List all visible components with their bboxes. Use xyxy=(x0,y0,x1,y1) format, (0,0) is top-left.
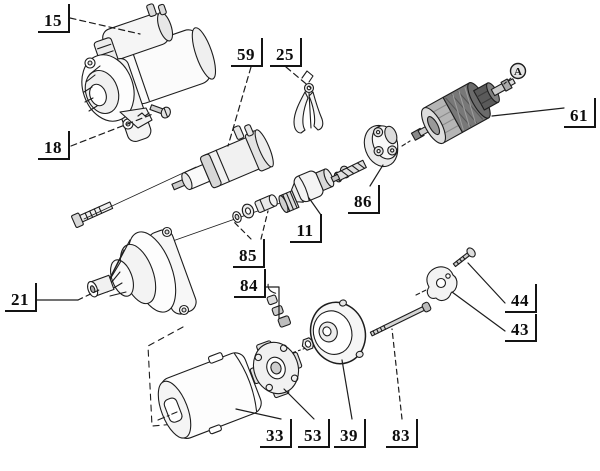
drive-housing-drawing xyxy=(87,226,197,316)
callout-25: 25 xyxy=(270,38,302,67)
solenoid-drawing xyxy=(171,124,274,191)
leader-line-86 xyxy=(369,164,384,187)
planet-carrier-drawing xyxy=(330,124,399,183)
brushes-drawing xyxy=(266,283,292,328)
assembled-starter-drawing xyxy=(81,3,217,142)
callout-84: 84 xyxy=(234,269,266,298)
leader-line-43 xyxy=(451,291,506,332)
through-bolt-drawing xyxy=(369,301,432,337)
screw-drawing xyxy=(452,247,476,268)
leader-line-21b xyxy=(77,288,102,301)
callout-33: 33 xyxy=(260,419,292,448)
callout-11: 11 xyxy=(290,214,322,243)
callout-61: 61 xyxy=(564,98,596,128)
callout-44: 44 xyxy=(505,284,537,313)
mounting-bolt-drawing xyxy=(71,201,114,228)
callout-86: 86 xyxy=(348,185,380,214)
yoke-drawing xyxy=(157,352,262,439)
leader-line-25 xyxy=(285,66,312,89)
leader-line-11 xyxy=(308,197,322,216)
leader-line-39 xyxy=(341,359,353,420)
leader-lines xyxy=(36,17,565,420)
detail-marker-letter: A xyxy=(514,66,522,78)
shift-fork-drawing xyxy=(293,70,324,134)
callout-18: 18 xyxy=(38,131,70,160)
leader-line-53 xyxy=(283,388,315,420)
axis-dash-gear xyxy=(401,140,411,147)
callout-39: 39 xyxy=(334,419,366,448)
axis-line-solenoid xyxy=(83,166,197,220)
leader-line-83 xyxy=(391,328,403,420)
brush-holder-drawing xyxy=(249,340,303,399)
leader-line-18 xyxy=(70,113,154,147)
leader-line-85b xyxy=(260,210,269,240)
leader-line-15 xyxy=(69,17,141,35)
terminal-screw-drawing xyxy=(137,104,171,119)
yoke-axis-dash-a xyxy=(157,411,178,421)
detail-marker-a: A xyxy=(503,62,527,85)
callout-15: 15 xyxy=(38,4,70,33)
leader-line-59 xyxy=(227,66,252,147)
callout-43: 43 xyxy=(505,314,537,342)
callout-21: 21 xyxy=(5,283,37,312)
callout-59: 59 xyxy=(231,38,263,67)
callout-53: 53 xyxy=(298,419,330,448)
armature-drawing xyxy=(410,78,516,145)
end-cap-drawing xyxy=(309,299,367,365)
leader-line-84 xyxy=(265,286,280,319)
bracket-drawing xyxy=(415,266,458,302)
leader-line-44 xyxy=(467,262,506,304)
leader-line-85a xyxy=(232,220,252,240)
callout-85: 85 xyxy=(233,239,265,268)
leader-line-33 xyxy=(235,408,282,420)
bushing-set-drawing xyxy=(232,194,278,223)
callout-83: 83 xyxy=(386,419,418,448)
leader-line-61 xyxy=(491,107,565,117)
